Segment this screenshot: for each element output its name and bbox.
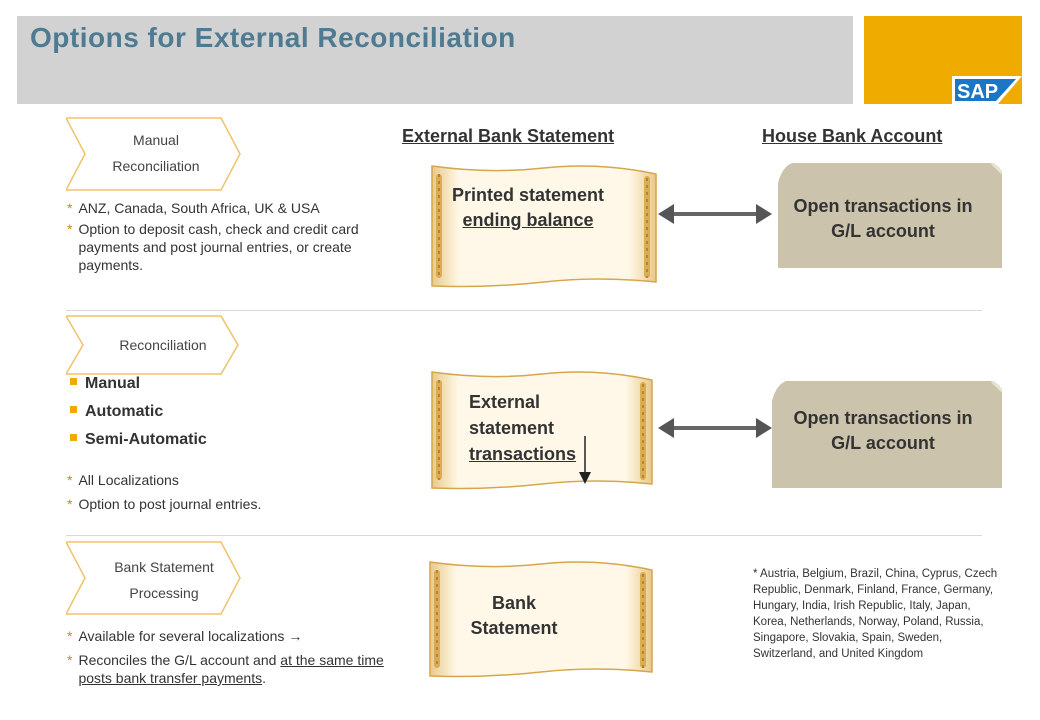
note-text: Option to post journal entries. [78,496,262,512]
bullet-manual: Manual [70,375,207,403]
reconciliation-notes: * All Localizations * Option to post jou… [67,471,377,513]
chevron-line-2: Processing [129,585,199,601]
note-marker: * [67,472,73,488]
external-statement-text: External statement transactions [469,389,576,467]
manual-note-2: * Option to deposit cash, check and cred… [67,220,377,274]
house-bank-account-heading: House Bank Account [762,126,943,146]
bullet-semi-automatic: Semi-Automatic [70,431,207,459]
manual-reconciliation-label: Manual Reconciliation [86,127,226,179]
note-text-part-1: Reconciles the G/L account and [78,652,281,668]
printed-statement-text: Printed statement ending balance [430,183,626,233]
double-arrow-2 [658,418,772,438]
ledger-line-1: Open transactions in [793,196,973,216]
note-text: Available for several localizations → [78,627,302,645]
gl-account-text-2: Open transactions in G/L account [770,406,996,456]
statement-line-2: ending balance [462,210,594,230]
statement-line-1: External [469,392,541,412]
note-marker: * [67,221,73,237]
bank-statement-processing-chevron [66,541,241,615]
ledger-line-2: G/L account [831,221,935,241]
gl-account-text-1: Open transactions in G/L account [770,194,996,244]
bank-statement-text: Bank Statement [444,591,584,641]
gl-account-box-2 [772,381,1002,488]
manual-note-1: * ANZ, Canada, South Africa, UK & USA [67,199,377,217]
gl-account-box-1 [778,163,1002,268]
printed-statement-scroll [431,165,657,288]
statement-line-2: Statement [470,618,558,638]
reconciliation-note-1: * All Localizations [67,471,377,489]
chevron-line-1: Manual [133,132,179,148]
statement-line-3: transactions [469,444,577,464]
statement-line-2: statement [469,418,555,438]
right-arrow-icon: → [288,628,303,644]
divider-1 [66,310,982,311]
note-marker: * [67,652,73,668]
note-marker: * [67,200,73,216]
note-text: All Localizations [78,472,179,488]
note-marker: * [67,496,73,512]
bullet-automatic: Automatic [70,403,207,431]
double-arrow-1 [658,204,772,224]
page-title: Options for External Reconciliation [30,22,516,53]
note-text-main: Available for several localizations [78,628,285,644]
title-bar [17,16,853,104]
reconciliation-note-2: * Option to post journal entries. [67,495,377,513]
note-text: Option to deposit cash, check and credit… [78,221,359,273]
reconciliation-bullets: Manual Automatic Semi-Automatic [70,375,207,459]
bank-statement-processing-label: Bank Statement Processing [88,554,240,606]
down-arrow [579,436,591,484]
manual-notes: * ANZ, Canada, South Africa, UK & USA * … [67,199,377,274]
ledger-line-2: G/L account [831,433,935,453]
bank-note-1: * Available for several localizations → [67,627,407,645]
ledger-line-1: Open transactions in [793,408,973,428]
sap-logo: SAP [952,76,1022,104]
bank-statement-notes: * Available for several localizations → … [67,627,407,687]
chevron-line-2: Reconciliation [112,158,200,174]
external-bank-statement-heading: External Bank Statement [402,126,615,146]
statement-line-1: Printed statement [451,185,605,205]
svg-text:SAP: SAP [957,81,998,103]
reconciliation-label: Reconciliation [119,337,207,353]
note-text: Reconciles the G/L account and at the sa… [78,651,407,687]
country-list: * Austria, Belgium, Brazil, China, Cypru… [753,568,998,660]
bank-statement-scroll [429,561,653,678]
note-text-part-3: . [262,670,266,686]
manual-reconciliation-chevron [66,117,241,191]
statement-line-1: Bank [491,593,536,613]
chevron-line-1: Bank Statement [114,559,214,575]
bank-note-2: * Reconciles the G/L account and at the … [67,651,407,687]
reconciliation-chevron [66,315,239,375]
external-statement-scroll [431,371,653,490]
divider-2 [66,535,982,536]
note-marker: * [67,628,73,644]
note-text-underlined: at the same time posts bank transfer pay… [78,652,384,686]
note-text: ANZ, Canada, South Africa, UK & USA [78,200,320,216]
